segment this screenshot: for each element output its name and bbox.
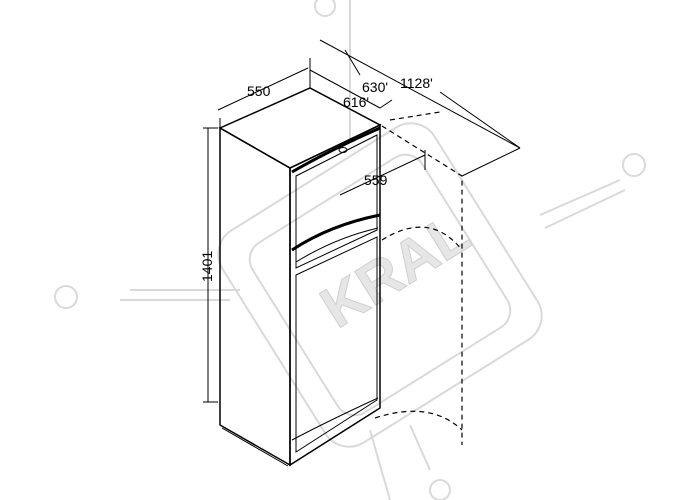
depth-closed-label: 616' (343, 94, 369, 110)
depth-open-label: 630' (362, 79, 388, 95)
depth-door-open-label: 1128' (400, 75, 433, 91)
dimension-lines (203, 39, 521, 403)
inner-width-label: 559 (364, 172, 388, 188)
watermark-text: KRAL (310, 200, 481, 340)
height-label: 1401 (199, 251, 215, 282)
fridge-body (218, 87, 382, 467)
width-label: 550 (247, 83, 271, 99)
